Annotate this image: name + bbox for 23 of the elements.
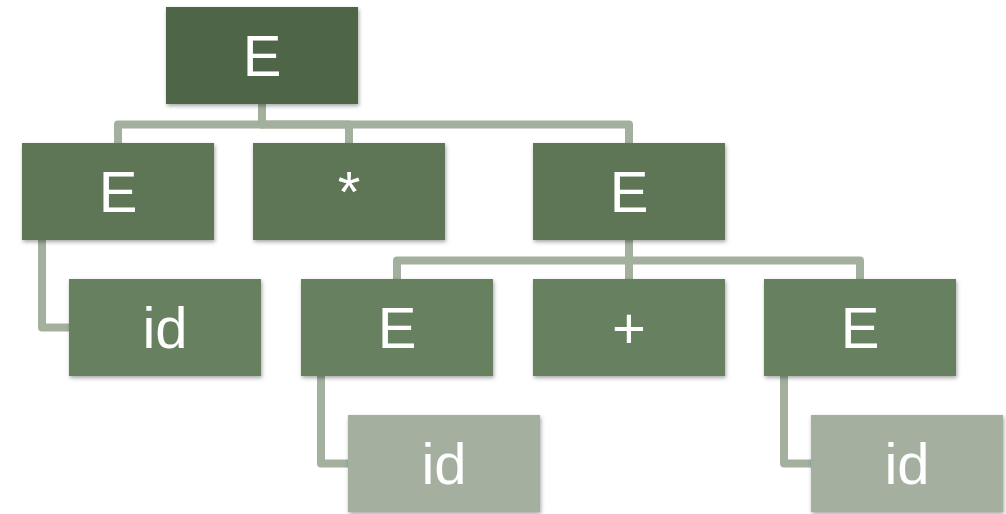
node-label: id	[142, 298, 188, 357]
node-label: id	[884, 434, 930, 493]
node-label: E	[377, 298, 417, 357]
connector-line	[38, 240, 69, 332]
tree-node-box	[764, 279, 956, 376]
node-label: +	[612, 298, 646, 357]
tree-node-box	[533, 143, 725, 240]
node-label: E	[609, 162, 649, 221]
tree-node-box	[348, 415, 540, 512]
tree-node-box	[253, 143, 445, 240]
tree-node-box	[69, 279, 261, 376]
node-label: *	[337, 162, 361, 221]
tree-node-box	[301, 279, 493, 376]
tree-node-box	[811, 415, 1003, 512]
connector-line	[780, 376, 811, 468]
node-label: id	[421, 434, 467, 493]
node-label: E	[98, 162, 138, 221]
tree-node-box	[22, 143, 214, 240]
connector-line	[317, 376, 348, 468]
tree-node-box	[166, 7, 358, 104]
node-label: E	[840, 298, 880, 357]
tree-node-box	[533, 279, 725, 376]
node-label: E	[242, 26, 282, 85]
